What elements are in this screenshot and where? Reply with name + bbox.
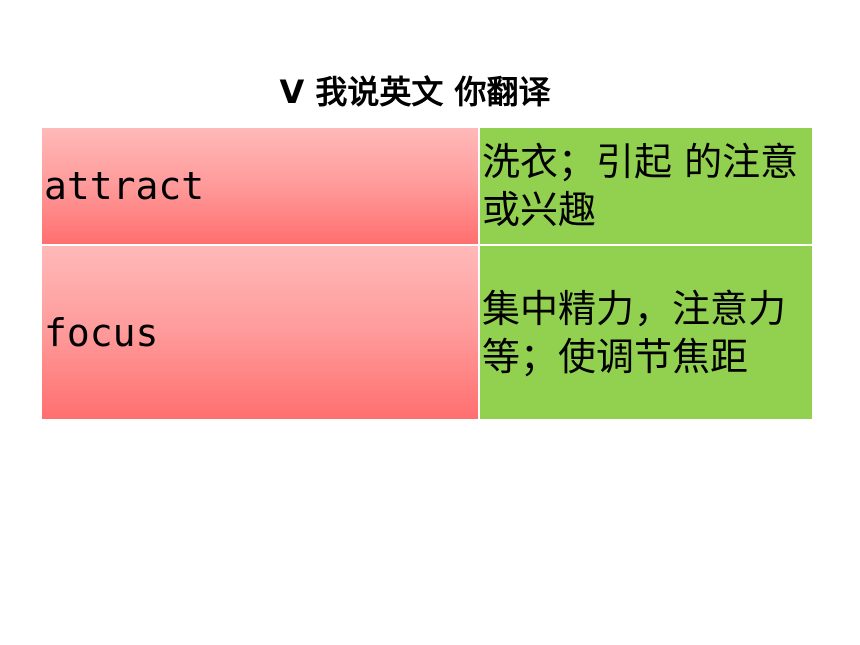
chinese-meaning-cell: 集中精力，注意力等；使调节焦距 [478,244,814,421]
chinese-meaning-cell: 洗衣；引起 的注意或兴趣 [478,126,814,246]
english-word-cell: attract [40,126,480,246]
english-word-cell: focus [40,244,480,421]
table-row: focus 集中精力，注意力等；使调节焦距 [40,244,814,421]
vocabulary-table: attract 洗衣；引起 的注意或兴趣 focus 集中精力，注意力等；使调节… [40,126,814,421]
page-title: V 我说英文 你翻译 [279,73,551,111]
table-row: attract 洗衣；引起 的注意或兴趣 [40,126,814,246]
